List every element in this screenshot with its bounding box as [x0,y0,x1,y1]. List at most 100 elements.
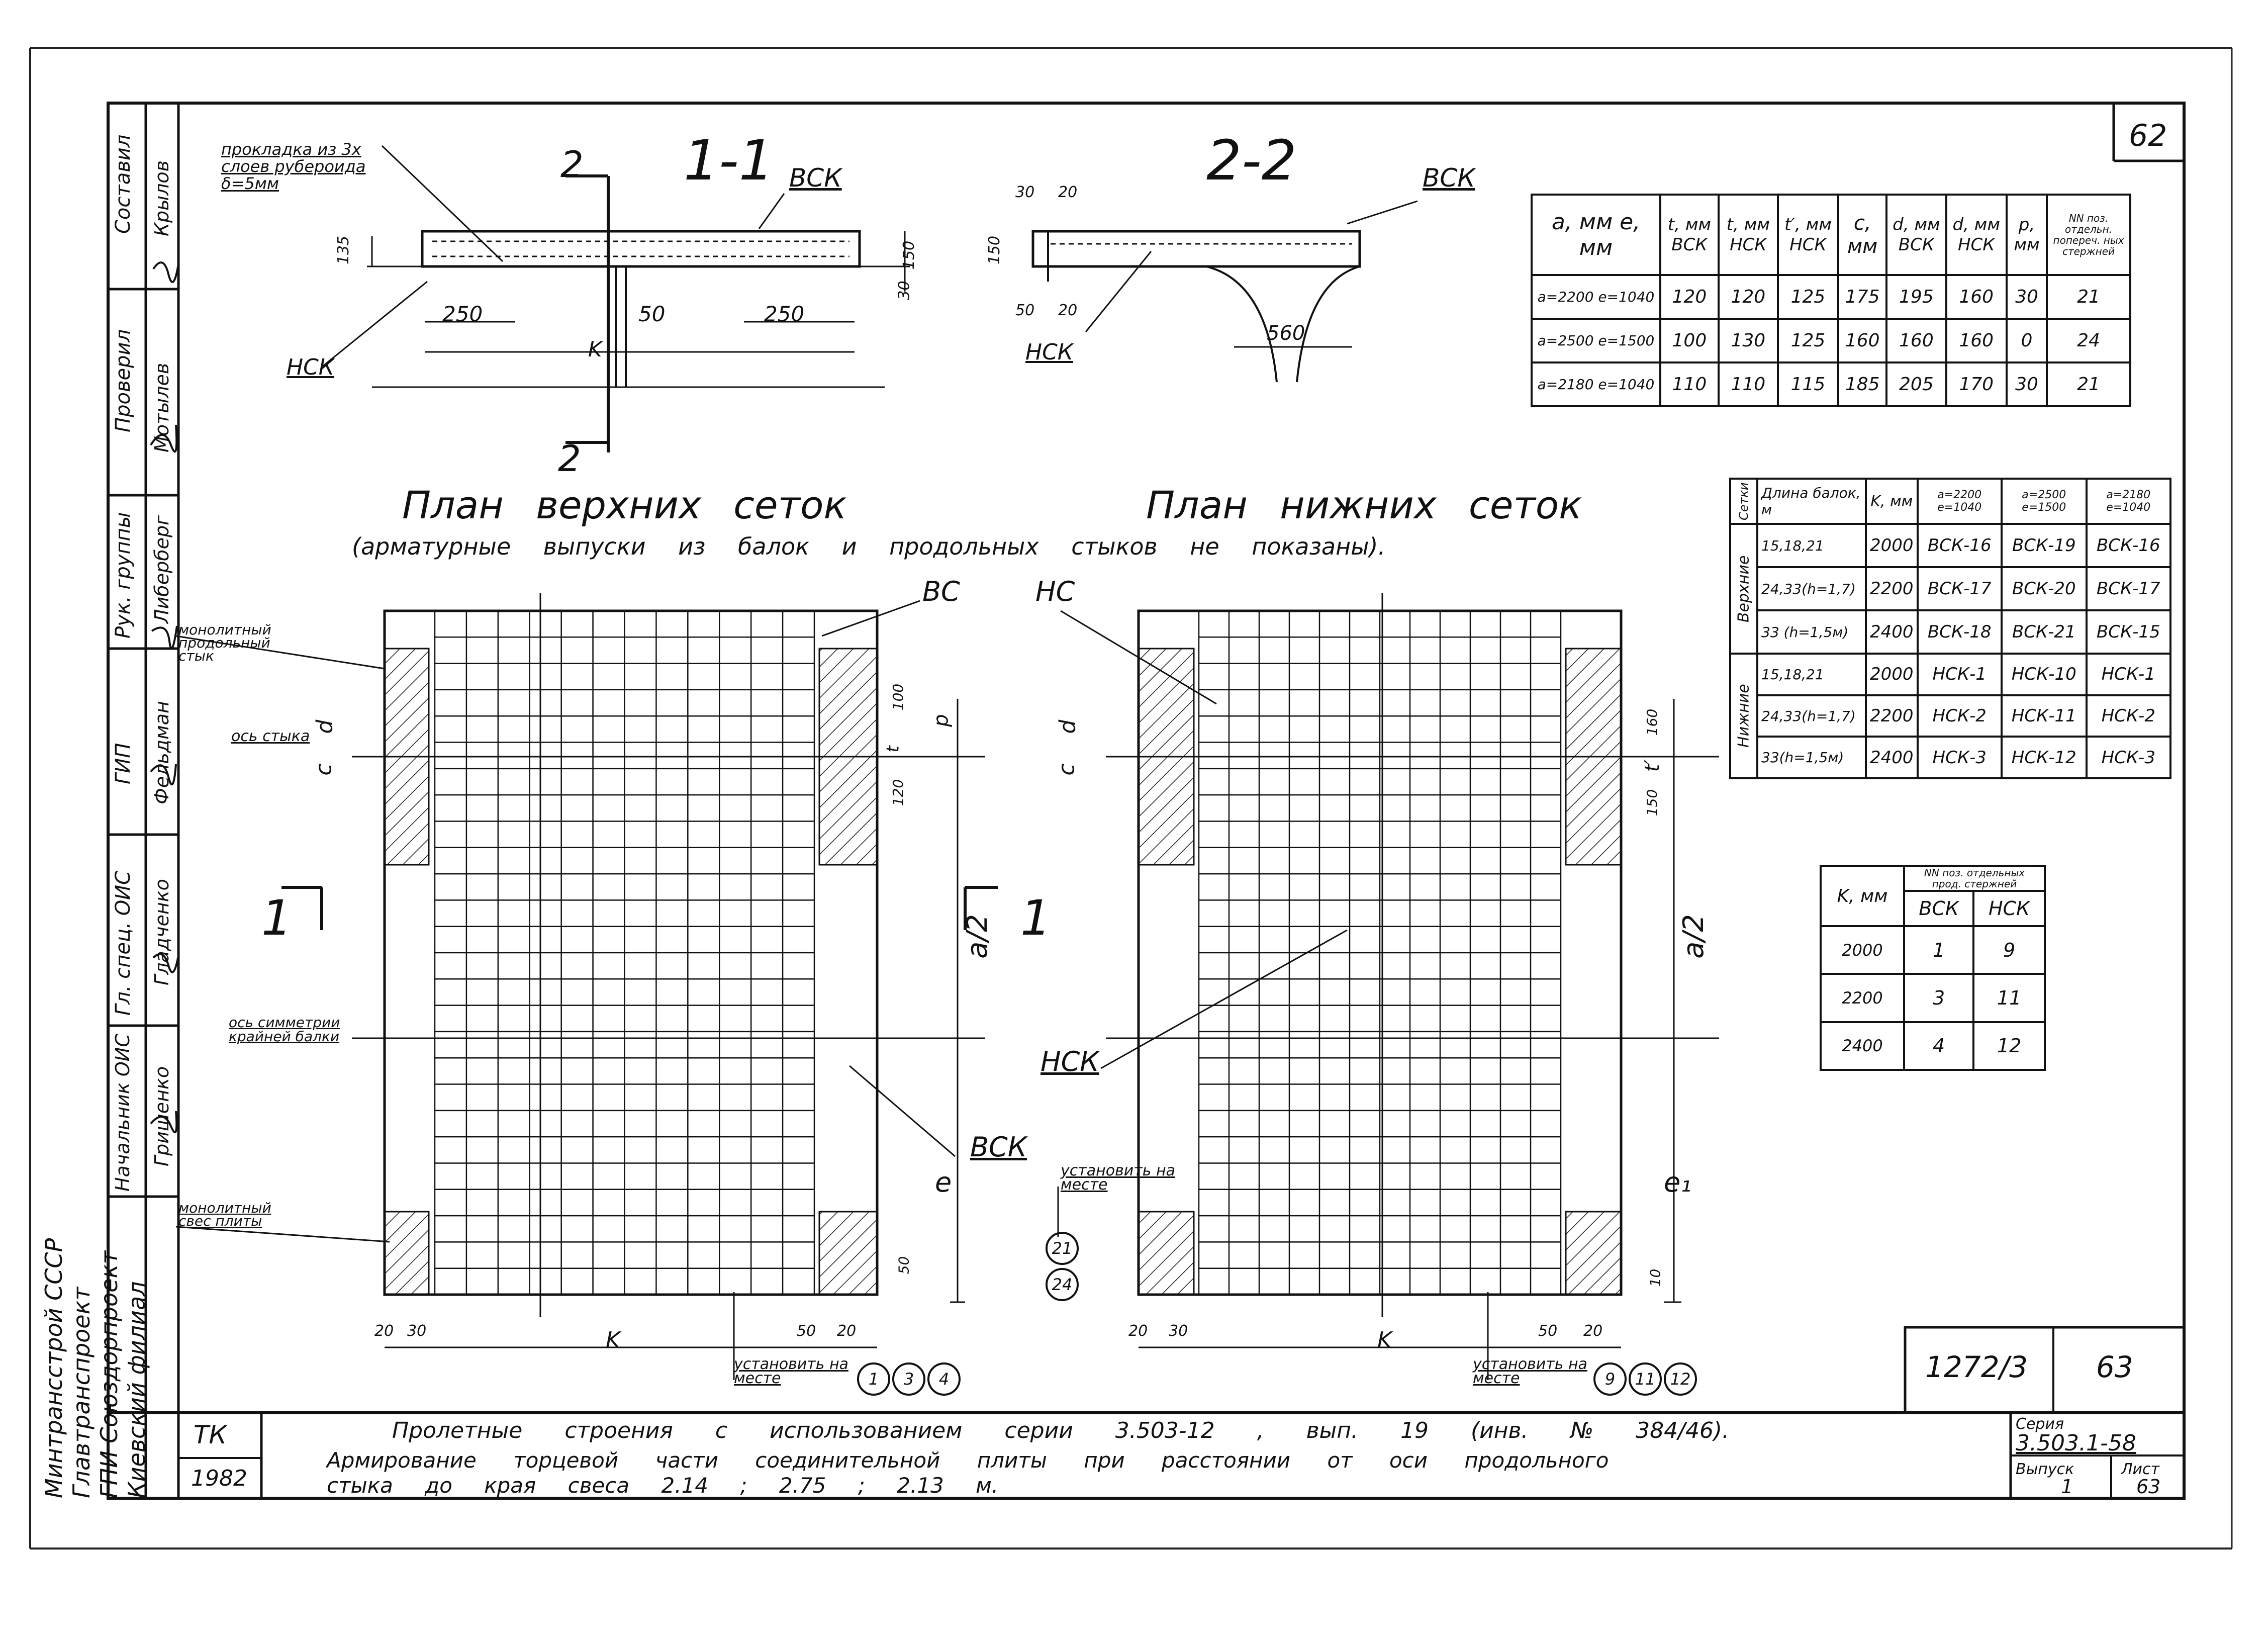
up-dim-50b: 50 [797,1322,816,1340]
low-dim-150: 150 [1644,789,1661,816]
table-row: Верхние 15,18,21 2000 ВСК-16 ВСК-19 ВСК-… [1730,522,2172,654]
low-dim-k: K [1377,1327,1392,1353]
s22-dim-50: 50 [1015,302,1035,319]
t1-cell: 120 [1659,274,1720,320]
t2-cell: 2400 [1865,736,1919,779]
t1-cell: 21 [2046,361,2131,407]
position-bubble: 21 [1046,1232,1079,1265]
section-2-2-title: 2-2 [1206,128,1297,193]
position-bubble: 11 [1629,1362,1662,1396]
t3-cell: 11 [1972,973,2046,1023]
cut-mark-bottom: 2 [558,437,581,480]
t1-h-d-vsk: d, мм ВСК [1885,194,1947,276]
table-row: 2400 4 12 [1820,1021,2046,1071]
t1-cell: 30 [2005,361,2048,407]
t2-cell: 2000 [1865,653,1919,696]
t2-cell: ВСК-17 [2085,566,2172,612]
t2-cell: НСК-11 [2000,694,2088,738]
section-1-1 [321,145,910,452]
t2-cell: 15,18,21 [1756,653,1867,696]
t3-h-k: K, мм [1820,865,1905,927]
low-dim-t1: t′ [1641,759,1664,772]
position-bubble: 12 [1664,1362,1697,1396]
sidebar-role-0: Составил [112,134,135,234]
t1-h-t1-nsk: t′, мм НСК [1776,194,1840,276]
label-vsk: ВСК [970,1131,1027,1163]
label-joint-axis: ось стыка [231,727,310,745]
t2-h-a3: a=2180 e=1040 [2085,478,2172,525]
s11-dim-250b: 250 [764,302,805,326]
tb-series: 3.503.1-58 [2016,1430,2136,1456]
label-nsk: НСК [1041,1046,1099,1077]
up-dim-p: p [929,714,953,727]
t1-cell: a=2500 e=1500 [1531,318,1661,363]
s22-dim-150: 150 [986,235,1004,265]
label-monolith-joint: монолитный продольный стык [178,621,271,664]
t2-cell: 24,33(h=1,7) [1756,694,1867,738]
lower-plan-title: План нижних сеток [1146,483,1582,527]
t1-cell: 30 [2005,274,2048,320]
s11-dim-30: 30 [895,281,913,300]
label-ns: НС [1035,576,1075,607]
t1-cell: a=2200 e=1040 [1531,274,1661,320]
s11-dim-k: K [588,337,602,361]
t1-h-c: c, мм [1837,194,1888,276]
t1-cell: 125 [1776,318,1840,363]
t2-cell: 2200 [1865,566,1919,612]
t2-h-group: Сетки [1730,479,1757,524]
s22-dim-20b: 20 [1058,302,1078,319]
position-bubble: 3 [892,1362,925,1396]
table-row: 33(h=1,5м) 2400 НСК-3 НСК-12 НСК-3 [1730,736,2172,779]
lower-mesh-plan [1057,593,1719,1380]
t2-cell: ВСК-20 [2000,566,2088,612]
t2-cell: НСК-2 [1916,694,2003,738]
t2-group-lower: Нижние [1730,654,1757,778]
s11-dim-135: 135 [335,235,353,265]
t2-cell: НСК-12 [2000,736,2088,779]
org-line-3: Киевский филиал [123,1281,150,1498]
t2-cell: НСК-2 [2085,694,2172,738]
install-note-left: установить на месте [734,1355,848,1387]
low-dim-c: c [1054,763,1080,776]
t3-cell: 4 [1903,1021,1975,1071]
s22-vsk-label: ВСК [1423,163,1475,193]
tb-issue: 1 [2061,1476,2073,1498]
t1-cell: 205 [1885,361,1947,407]
t2-cell: 2400 [1865,609,1919,655]
t2-cell: ВСК-16 [1916,522,2003,569]
label-vs: ВС [922,576,960,607]
t3-cell: 1 [1903,925,1975,975]
up-dim-e: e [935,1166,952,1198]
t1-cell: 110 [1717,361,1779,407]
s22-dim-560: 560 [1267,322,1305,345]
table-params: a, мм e, мм t, мм ВСК t, мм НСК t′, мм Н… [1531,194,2131,407]
up-dim-50: 50 [895,1256,912,1274]
sidebar-role-1: Проверил [112,329,135,432]
section-1-1-title: 1-1 [684,128,774,193]
t2-cell: 33 (h=1,5м) [1756,609,1867,655]
tb-tk: ТК [194,1420,227,1449]
section-1-1-note: прокладка из 3х слоев рубероида δ=5мм [221,140,366,193]
t2-cell: ВСК-18 [1916,609,2003,655]
s11-dim-50: 50 [638,302,666,326]
t1-cell: 185 [1837,361,1888,407]
t2-h-a2: a=2500 e=1500 [2000,478,2088,525]
position-bubble: 1 [857,1362,890,1396]
t1-cell: 0 [2005,318,2048,363]
t3-cell: 3 [1903,973,1975,1023]
label-sym-axis: ось симметрии крайней балки [229,1014,340,1045]
t1-cell: 110 [1659,361,1720,407]
tb-series-label: Серия [2016,1415,2064,1433]
table-row: Нижние 15,18,21 2000 НСК-1 НСК-10 НСК-1 [1730,653,2172,778]
tb-line1: Пролетные строения с использованием сери… [392,1418,1730,1443]
t1-cell: 100 [1659,318,1720,363]
t1-cell: a=2180 e=1040 [1531,361,1661,407]
low-dim-d: d [1055,719,1081,734]
low-dim-10: 10 [1647,1268,1664,1287]
t2-cell: ВСК-21 [2000,609,2088,655]
t1-cell: 125 [1776,274,1840,320]
tb-code-sheet: 63 [2096,1350,2133,1384]
t2-cell: ВСК-17 [1916,566,2003,612]
